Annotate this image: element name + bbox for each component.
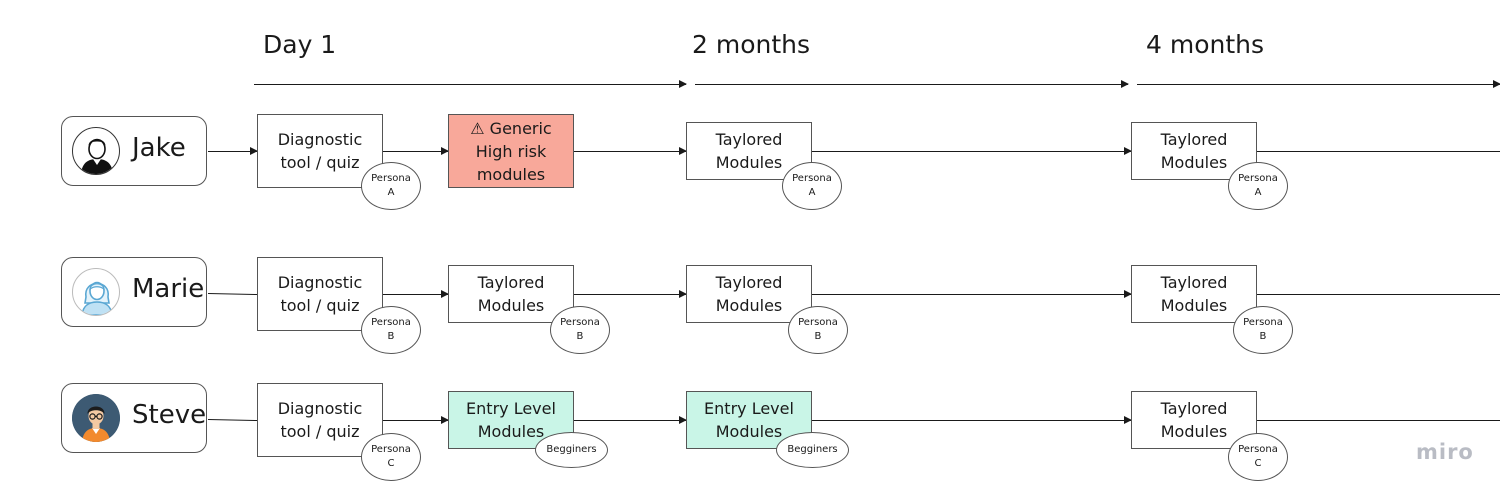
- high-risk-modules-box[interactable]: ⚠ Generic High risk modules: [448, 114, 574, 188]
- connector-arrow: [208, 147, 258, 155]
- connector-arrow: [574, 416, 687, 424]
- connector-line: [1257, 420, 1500, 421]
- persona-name: Jake: [132, 133, 186, 163]
- diagnostic-tool-box[interactable]: Diagnostic tool / quiz: [257, 257, 383, 331]
- persona-badge: Persona B: [361, 306, 421, 354]
- persona-badge: Persona B: [1233, 306, 1293, 354]
- timeline-arrow-1: [254, 80, 687, 88]
- persona-badge: Persona C: [361, 433, 421, 481]
- persona-badge: Persona B: [788, 306, 848, 354]
- diagnostic-tool-box[interactable]: Diagnostic tool / quiz: [257, 114, 383, 188]
- persona-badge: Persona B: [550, 306, 610, 354]
- persona-card-steve[interactable]: Steve: [61, 383, 207, 453]
- timeline-arrow-2: [695, 80, 1129, 88]
- connector-arrow: [574, 147, 687, 155]
- connector-arrow: [812, 416, 1132, 424]
- persona-badge: Persona A: [782, 162, 842, 210]
- miro-logo: miro: [1416, 440, 1474, 464]
- persona-name: Steve: [132, 400, 207, 430]
- persona-card-jake[interactable]: Jake: [61, 116, 207, 186]
- beginners-badge: Begginers: [535, 432, 608, 468]
- connector-line: [1257, 294, 1500, 295]
- man-glasses-avatar-icon: [72, 394, 120, 442]
- connector-arrow: [383, 147, 449, 155]
- timeline-arrow-3: [1137, 80, 1500, 88]
- diagnostic-tool-box[interactable]: Diagnostic tool / quiz: [257, 383, 383, 457]
- phase-2-months: 2 months: [692, 30, 811, 59]
- connector-arrow: [383, 416, 449, 424]
- persona-badge: Persona A: [361, 162, 421, 210]
- connector-arrow: [812, 147, 1132, 155]
- beginners-badge: Begginers: [776, 432, 849, 468]
- connector-arrow: [574, 290, 687, 298]
- woman-avatar-icon: [72, 268, 120, 316]
- taylored-modules-box[interactable]: Taylored Modules: [686, 265, 812, 323]
- connector-arrow: [383, 290, 449, 298]
- man-avatar-icon: [72, 127, 120, 175]
- taylored-modules-box[interactable]: Taylored Modules: [448, 265, 574, 323]
- persona-badge: Persona A: [1228, 162, 1288, 210]
- phase-4-months: 4 months: [1146, 30, 1265, 59]
- connector-line: [1257, 151, 1500, 152]
- connector-arrow: [812, 290, 1132, 298]
- taylored-modules-box[interactable]: Taylored Modules: [1131, 391, 1257, 449]
- connector-arrow: [207, 419, 257, 422]
- persona-card-marie[interactable]: Marie: [61, 257, 207, 327]
- persona-name: Marie: [132, 274, 205, 304]
- taylored-modules-box[interactable]: Taylored Modules: [1131, 265, 1257, 323]
- connector-arrow: [207, 293, 257, 296]
- phase-day-1: Day 1: [263, 30, 337, 59]
- persona-badge: Persona C: [1228, 433, 1288, 481]
